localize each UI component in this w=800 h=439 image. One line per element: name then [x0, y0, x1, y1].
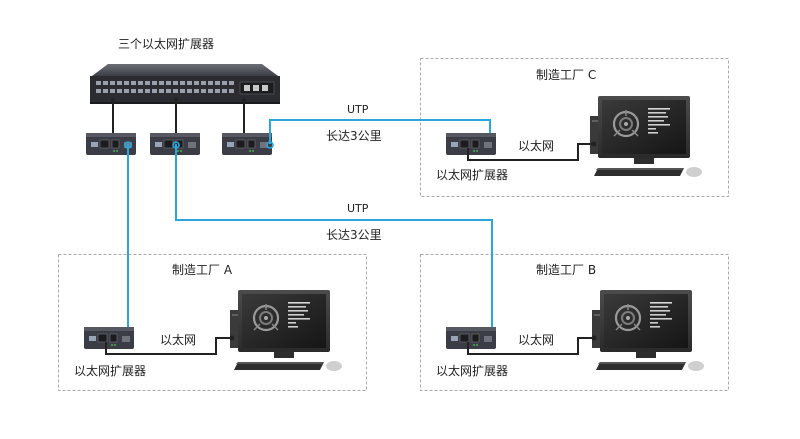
extender-central-3	[221, 132, 273, 156]
link-top-type: UTP	[347, 103, 369, 116]
computer-factory-b	[590, 288, 706, 373]
link-middle-distance: 长达3公里	[326, 228, 382, 242]
utp-cable-to-b	[175, 144, 493, 340]
link-top-distance: 长达3公里	[326, 129, 382, 143]
switch-title: 三个以太网扩展器	[118, 36, 214, 51]
link-middle-type: UTP	[347, 202, 369, 215]
extender-factory-b	[445, 326, 497, 350]
factory-a-title: 制造工厂 A	[172, 263, 233, 277]
factory-c-extender-label: 以太网扩展器	[436, 167, 508, 182]
extender-factory-c	[445, 132, 497, 156]
computer-factory-c	[588, 94, 704, 179]
factory-c-box	[420, 58, 729, 197]
utp-cable-to-c	[269, 119, 491, 144]
network-switch	[90, 64, 280, 104]
factory-a-box	[58, 254, 367, 391]
factory-a-extender-label: 以太网扩展器	[74, 363, 146, 378]
computer-factory-a	[228, 288, 344, 373]
factory-b-title: 制造工厂 B	[536, 263, 596, 277]
factory-c-ethernet-label: 以太网	[518, 138, 554, 153]
factory-a-ethernet-label: 以太网	[160, 332, 196, 347]
factory-b-ethernet-label: 以太网	[518, 332, 554, 347]
factory-b-box	[420, 254, 729, 391]
factory-c-title: 制造工厂 C	[536, 68, 596, 82]
ethernet-cable-b	[467, 337, 594, 355]
extender-factory-a	[83, 326, 135, 350]
factory-b-extender-label: 以太网扩展器	[436, 363, 508, 378]
ethernet-cable-c	[467, 143, 594, 161]
ethernet-cable-a	[105, 337, 232, 355]
